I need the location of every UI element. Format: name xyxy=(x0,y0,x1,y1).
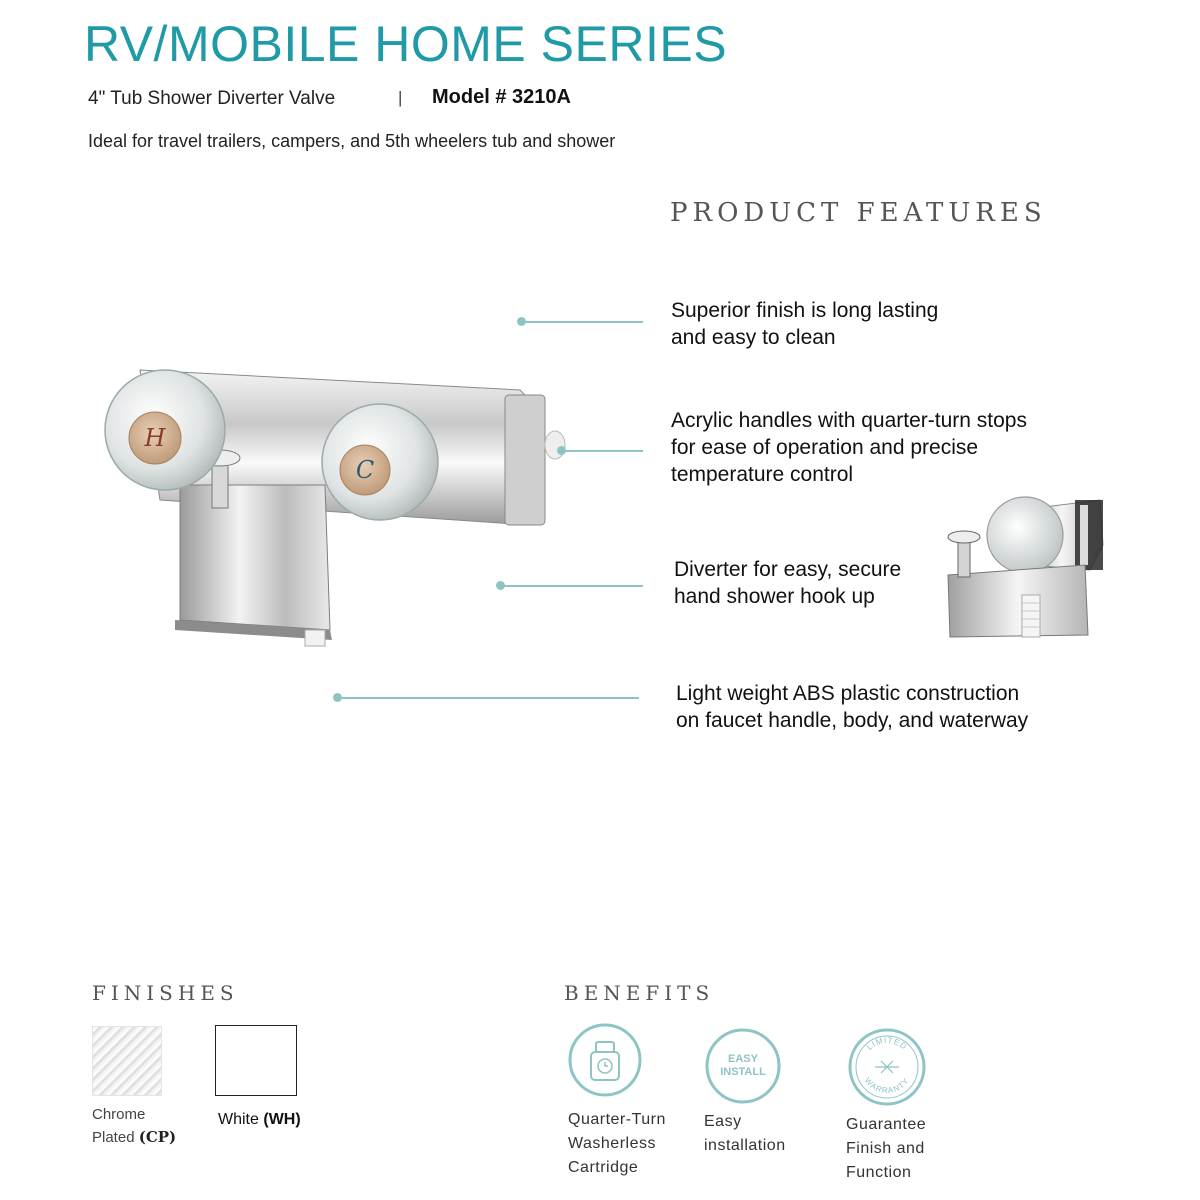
benefit-install-text: Easy installation xyxy=(704,1113,786,1154)
header-separator: | xyxy=(398,88,403,107)
chrome-finish-code: (CP) xyxy=(138,1128,177,1146)
cold-handle-icon: C xyxy=(321,403,439,521)
series-title: RV/MOBILE HOME SERIES xyxy=(84,16,728,72)
feature-3-pointer-line xyxy=(503,585,643,587)
feature-3-pointer-dot xyxy=(496,581,505,590)
svg-text:H: H xyxy=(144,424,167,452)
feature-1-text: Superior finish is long lasting and easy… xyxy=(671,299,939,349)
white-finish-swatch[interactable] xyxy=(215,1025,297,1096)
faucet-product-image: H C xyxy=(104,369,566,647)
white-finish-label: White (WH) xyxy=(218,1111,301,1128)
svg-text:LIMITED: LIMITED xyxy=(865,1036,909,1052)
svg-text:INSTALL: INSTALL xyxy=(720,1066,766,1078)
svg-text:WARRANTY: WARRANTY xyxy=(863,1076,911,1095)
warranty-icon: LIMITED WARRANTY xyxy=(848,1028,926,1106)
feature-1-pointer-dot xyxy=(517,317,526,326)
feature-4-pointer-line xyxy=(340,697,639,699)
feature-4-text: Light weight ABS plastic construction on… xyxy=(676,682,1029,732)
benefits-heading: BENEFITS xyxy=(564,981,715,1005)
white-finish-code: (WH) xyxy=(263,1111,301,1128)
product-features-heading: PRODUCT FEATURES xyxy=(670,198,1047,228)
chrome-finish-label: Chrome Plated (CP) xyxy=(92,1106,177,1146)
benefit-warranty-text: Guarantee Finish and Function xyxy=(846,1116,927,1181)
cartridge-icon xyxy=(568,1023,642,1097)
benefit-cartridge-text: Quarter-Turn Washerless Cartridge xyxy=(568,1111,666,1176)
easy-install-icon: EASY INSTALL xyxy=(705,1028,781,1104)
feature-2-pointer-dot xyxy=(557,446,566,455)
feature-3-text: Diverter for easy, secure hand shower ho… xyxy=(674,558,902,608)
hot-handle-icon: H xyxy=(104,369,226,491)
product-subtitle: 4" Tub Shower Diverter Valve xyxy=(88,88,336,109)
model-number: Model # 3210A xyxy=(432,86,571,108)
diverter-closeup-image xyxy=(947,496,1104,638)
feature-1-pointer-line xyxy=(524,321,643,323)
svg-text:EASY: EASY xyxy=(728,1053,759,1065)
finishes-heading: FINISHES xyxy=(92,981,239,1005)
feature-4-pointer-dot xyxy=(333,693,342,702)
svg-text:C: C xyxy=(356,456,374,484)
feature-2-text: Acrylic handles with quarter-turn stops … xyxy=(671,409,1027,486)
chrome-finish-swatch[interactable] xyxy=(92,1026,162,1096)
feature-2-pointer-line xyxy=(564,450,643,452)
tagline: Ideal for travel trailers, campers, and … xyxy=(88,131,616,151)
